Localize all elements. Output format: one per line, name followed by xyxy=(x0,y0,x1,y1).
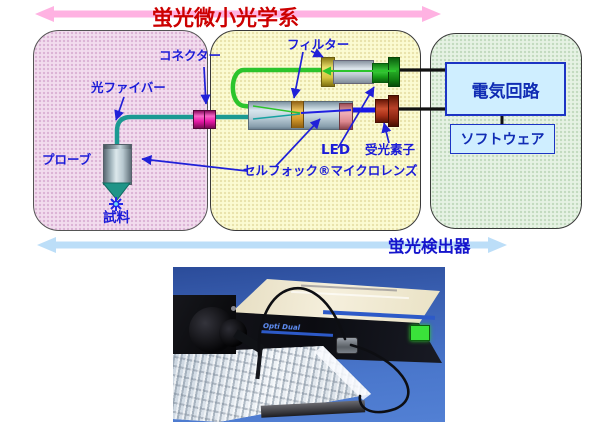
excitation-span-arrow xyxy=(35,6,441,22)
connector-label: コネクター xyxy=(159,48,222,63)
photodetector-pointer-arrow xyxy=(381,122,392,144)
fiber-port-connector xyxy=(336,337,358,354)
selfoc-probe-pointer-arrow xyxy=(141,155,248,172)
filter-label: フィルター xyxy=(287,37,350,52)
led-pointer-arrow xyxy=(337,86,375,149)
green-converge-line xyxy=(252,105,301,114)
green-light-arrowhead xyxy=(322,66,331,76)
detector-title: 蛍光検出器 xyxy=(388,237,471,256)
probe-optics-box xyxy=(33,30,208,231)
electric-circuit-label: 電気回路 xyxy=(471,81,540,102)
optical-fiber-label: 光ファイバー xyxy=(91,80,166,95)
software-label: ソフトウェア xyxy=(460,132,545,148)
connector-pointer-arrow xyxy=(200,66,211,105)
photodetector-label: 受光素子 xyxy=(365,142,416,157)
filter-pointer-arrow-bottom xyxy=(290,51,304,99)
sample-starburst xyxy=(109,197,123,211)
fiber-cable-arc xyxy=(257,286,347,357)
power-indicator-led xyxy=(410,325,430,341)
system-title: 蛍光微小光学系 xyxy=(152,6,299,30)
annotations-overlay xyxy=(101,48,396,211)
software-box: ソフトウェア xyxy=(450,124,555,154)
fiber-cable-loop xyxy=(349,343,410,414)
filter-pointer-arrow-top xyxy=(310,48,324,58)
probe-tip-cone xyxy=(101,182,132,201)
selfoc-microlens-label: セルフォック®マイクロレンズ xyxy=(243,163,418,178)
probe-label: プローブ xyxy=(42,152,92,167)
detection-span-arrow xyxy=(37,237,507,253)
selfoc-lens-pointer-arrow xyxy=(275,118,321,167)
blue-light-thin xyxy=(300,109,352,114)
led-label: LED xyxy=(321,142,351,158)
fiber-cables xyxy=(257,286,410,414)
fiber-pointer-arrow xyxy=(114,96,125,121)
probe-cap xyxy=(104,145,131,149)
electric-circuit-box: 電気回路 xyxy=(445,62,566,116)
fiber-connector-right xyxy=(204,110,216,129)
probe-body xyxy=(103,144,132,185)
teal-converge-line xyxy=(252,113,301,120)
sample-label: 試料 xyxy=(103,210,130,226)
excitation-fiber xyxy=(230,67,321,110)
optics-screw xyxy=(231,306,236,311)
device-photo: Opti Dual xyxy=(173,267,445,422)
photodetector-flange xyxy=(388,95,399,127)
